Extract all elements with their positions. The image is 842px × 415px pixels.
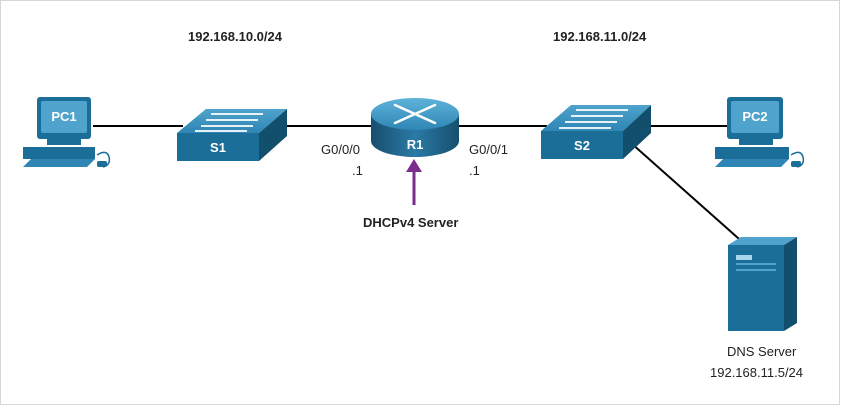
links: [93, 125, 748, 247]
link-s2-dns: [630, 142, 748, 247]
right-subnet-label: 192.168.11.0/24: [553, 29, 647, 44]
topology-svg: PC1 S1 R1 S2: [23, 97, 805, 331]
dhcp-arrow: [406, 159, 422, 205]
r1-label: R1: [407, 137, 424, 152]
left-subnet-label: 192.168.10.0/24: [188, 29, 282, 44]
topology-diagram: PC1 S1 R1 S2: [0, 0, 840, 405]
dns-server[interactable]: [728, 237, 797, 331]
left-interface-ip: .1: [352, 163, 363, 178]
s2-label: S2: [574, 138, 590, 153]
right-interface-label: G0/0/1: [469, 142, 509, 157]
left-interface-label: G0/0/0: [321, 142, 361, 157]
r1-router[interactable]: R1: [371, 98, 459, 157]
right-interface-ip: .1: [469, 163, 480, 178]
pc2-device[interactable]: PC2: [715, 97, 805, 168]
dns-server-ip: 192.168.11.5/24: [710, 365, 804, 380]
pc2-label: PC2: [742, 109, 767, 124]
s1-switch[interactable]: S1: [177, 109, 287, 161]
pc1-device[interactable]: PC1: [23, 97, 111, 168]
dhcp-server-label: DHCPv4 Server: [363, 215, 459, 230]
dns-server-label: DNS Server: [727, 344, 797, 359]
s2-switch[interactable]: S2: [541, 105, 651, 159]
pc1-label: PC1: [51, 109, 76, 124]
s1-label: S1: [210, 140, 226, 155]
